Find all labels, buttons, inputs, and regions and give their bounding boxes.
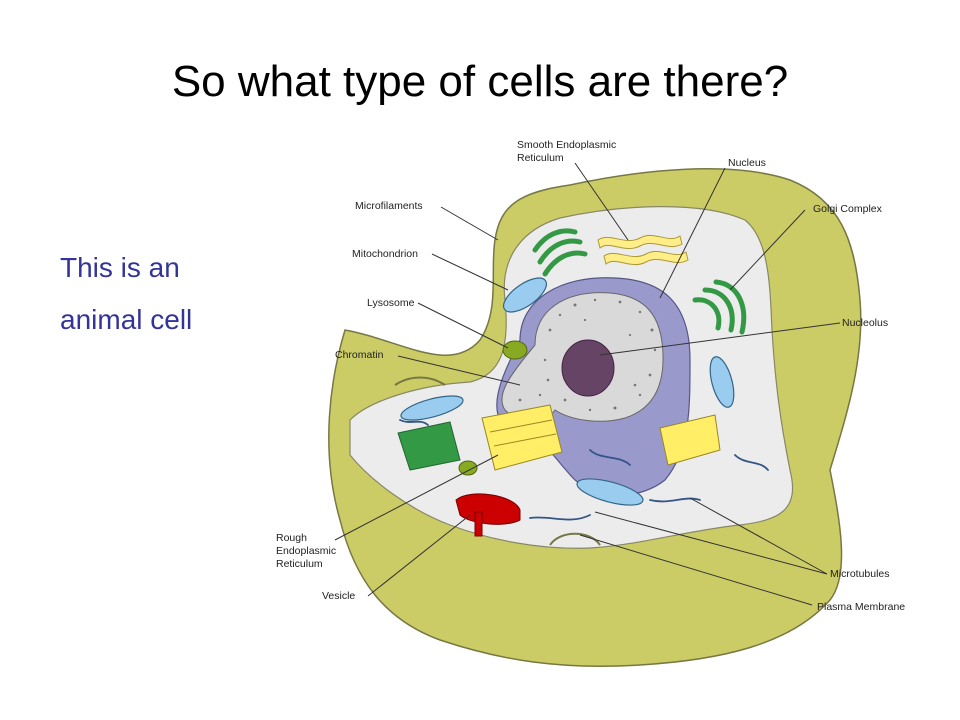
label-microfilaments: Microfilaments (355, 200, 423, 212)
plasma-membrane-fold (549, 532, 601, 546)
label-rough-er-2: Endoplasmic (276, 545, 336, 557)
label-rough-er-1: Rough (276, 532, 307, 544)
label-microtubules: Microtubules (830, 568, 890, 580)
label-smooth-er-2: Reticulum (517, 152, 564, 164)
vesicle (455, 493, 521, 537)
label-nucleus: Nucleus (728, 157, 766, 169)
golgi-right (692, 279, 747, 335)
label-smooth-er-1: Smooth Endoplasmic (517, 139, 616, 151)
lysosome (502, 340, 528, 360)
label-vesicle: Vesicle (322, 590, 355, 602)
slide-title: So what type of cells are there? (171, 57, 789, 106)
label-plasma-membrane: Plasma Membrane (817, 601, 905, 613)
label-chromatin: Chromatin (335, 349, 384, 361)
label-golgi: Golgi Complex (813, 203, 883, 215)
rough-er (481, 404, 721, 471)
nucleolus (561, 339, 615, 397)
label-lysosome: Lysosome (367, 297, 415, 309)
microtubules (399, 419, 769, 521)
smooth-er (597, 234, 689, 266)
golgi-lower (397, 421, 461, 471)
mitochondria (400, 277, 735, 506)
body-line-1: This is an (60, 252, 180, 283)
golgi-left (532, 228, 588, 277)
label-mitochondrion: Mitochondrion (352, 248, 418, 260)
label-nucleolus: Nucleolus (842, 317, 888, 329)
lysosome-2 (458, 460, 478, 476)
label-rough-er-3: Reticulum (276, 558, 323, 570)
body-line-2: animal cell (60, 304, 193, 335)
chromatin-texture (518, 298, 657, 412)
leader-lines (334, 162, 841, 606)
body-text: This is an animal cell (60, 242, 192, 346)
plasma-membrane-fold-2 (394, 376, 446, 386)
